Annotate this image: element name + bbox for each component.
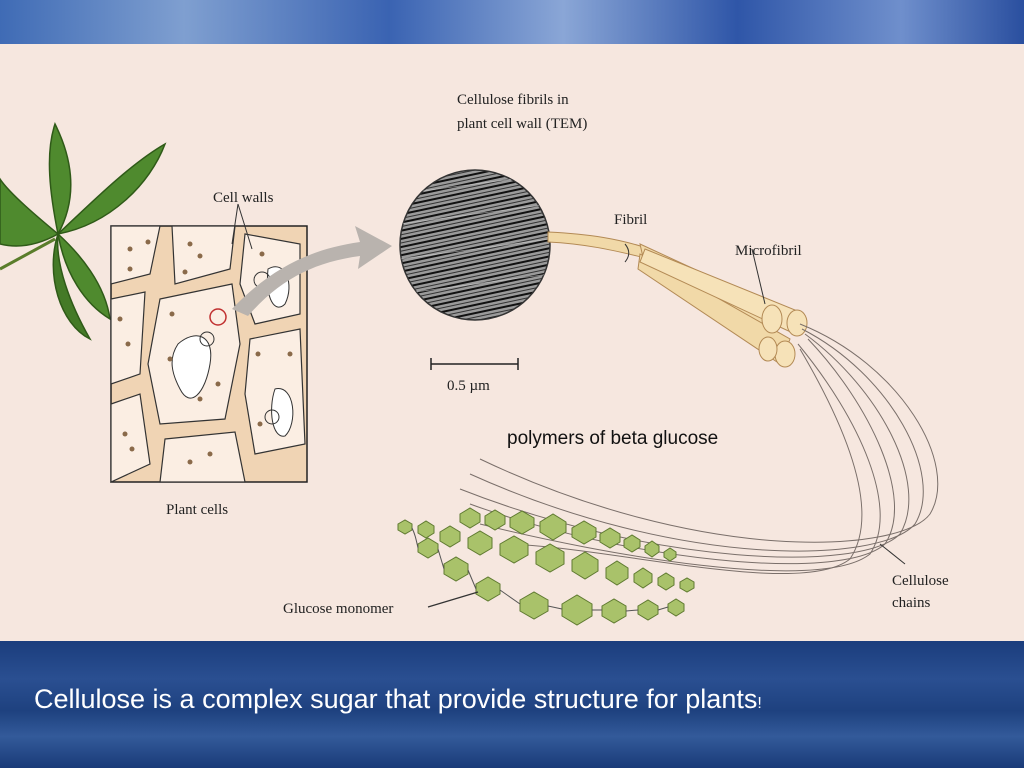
glucose-monomer-pointer [427,591,479,608]
slide-top-band [0,0,1024,44]
label-microfibril: Microfibril [735,243,802,259]
glucose-chains [397,507,695,626]
caption-end-mark: ! [757,695,762,712]
label-cell-walls: Cell walls [213,190,274,206]
leaf-icon [0,122,167,341]
scale-bar [430,358,519,370]
fibril-bundle [547,231,808,368]
cellulose-diagram: Cell walls Plant cells Cellulose fibrils… [0,92,949,626]
label-fibril: Fibril [614,212,647,228]
glucose-chain-middle [417,520,695,593]
glucose-chain-top [459,507,677,562]
tem-micrograph [399,169,551,321]
diagram-panel: Cell walls Plant cells Cellulose fibrils… [0,44,1024,641]
label-cellulose-chains-line1: Cellulose [892,573,949,589]
caption-main-text: Cellulose is a complex sugar that provid… [34,684,758,714]
label-glucose-monomer: Glucose monomer [283,601,393,617]
label-plant-cells: Plant cells [166,502,228,518]
zoom-arrow-icon [232,226,392,316]
plant-cells-illustration [110,225,308,483]
label-tem-line1: Cellulose fibrils in [457,92,569,108]
glucose-chain-bottom [397,519,685,626]
label-scale-bar: 0.5 µm [447,378,490,394]
label-cellulose-chains-line2: chains [892,595,930,611]
slide-bottom-band [0,641,1024,768]
label-polymers: polymers of beta glucose [507,428,718,449]
slide-caption: Cellulose is a complex sugar that provid… [34,684,762,715]
label-tem-line2: plant cell wall (TEM) [457,116,587,132]
